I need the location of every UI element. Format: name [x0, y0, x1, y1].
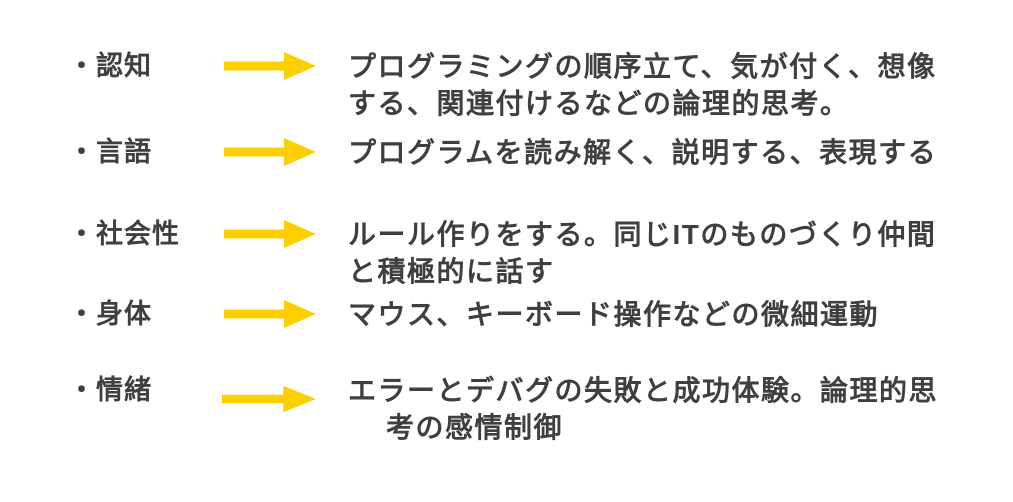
category-label: ・社会性: [68, 219, 180, 249]
description-line: エラーとデバグの失敗と成功体験。論理的思: [348, 375, 939, 406]
category-description: プログラミングの順序立て、気が付く、想像 する、関連付けるなどの論理的思考。: [348, 48, 937, 122]
category-description: ルール作りをする。同じITのものづくり仲間 と積極的に話す: [348, 216, 936, 290]
right-arrow-icon: [224, 298, 316, 330]
list-item-emotion: ・情緒 エラーとデバグの失敗と成功体験。論理的思 考の感情制御: [0, 372, 1013, 452]
description-line: プログラミングの順序立て、気が付く、想像: [348, 51, 937, 82]
list-item-body: ・身体 マウス、キーボード操作などの微細運動: [0, 296, 1013, 376]
category-label: ・情緒: [68, 375, 152, 405]
description-line: と積極的に話す: [348, 256, 555, 287]
description-line: する、関連付けるなどの論理的思考。: [348, 88, 850, 119]
category-label: ・身体: [68, 299, 152, 329]
description-line: マウス、キーボード操作などの微細運動: [348, 299, 880, 330]
category-label: ・認知: [68, 51, 152, 81]
category-description: プログラムを読み解く、説明する、表現する: [348, 134, 937, 171]
list-item-sociality: ・社会性 ルール作りをする。同じITのものづくり仲間 と積極的に話す: [0, 216, 1013, 296]
right-arrow-icon: [224, 136, 316, 168]
description-line: 考の感情制御: [386, 412, 564, 443]
category-description: マウス、キーボード操作などの微細運動: [348, 296, 879, 333]
category-description: エラーとデバグの失敗と成功体験。論理的思 考の感情制御: [348, 372, 938, 446]
category-label: ・言語: [68, 137, 152, 167]
right-arrow-icon: [224, 50, 316, 82]
right-arrow-icon: [224, 218, 316, 250]
description-line: ルール作りをする。同じITのものづくり仲間: [348, 219, 937, 250]
list-item-cognition: ・認知 プログラミングの順序立て、気が付く、想像 する、関連付けるなどの論理的思…: [0, 48, 1013, 128]
right-arrow-icon: [222, 384, 316, 414]
list-item-language: ・言語 プログラムを読み解く、説明する、表現する: [0, 134, 1013, 214]
description-line: プログラムを読み解く、説明する、表現する: [348, 137, 938, 168]
